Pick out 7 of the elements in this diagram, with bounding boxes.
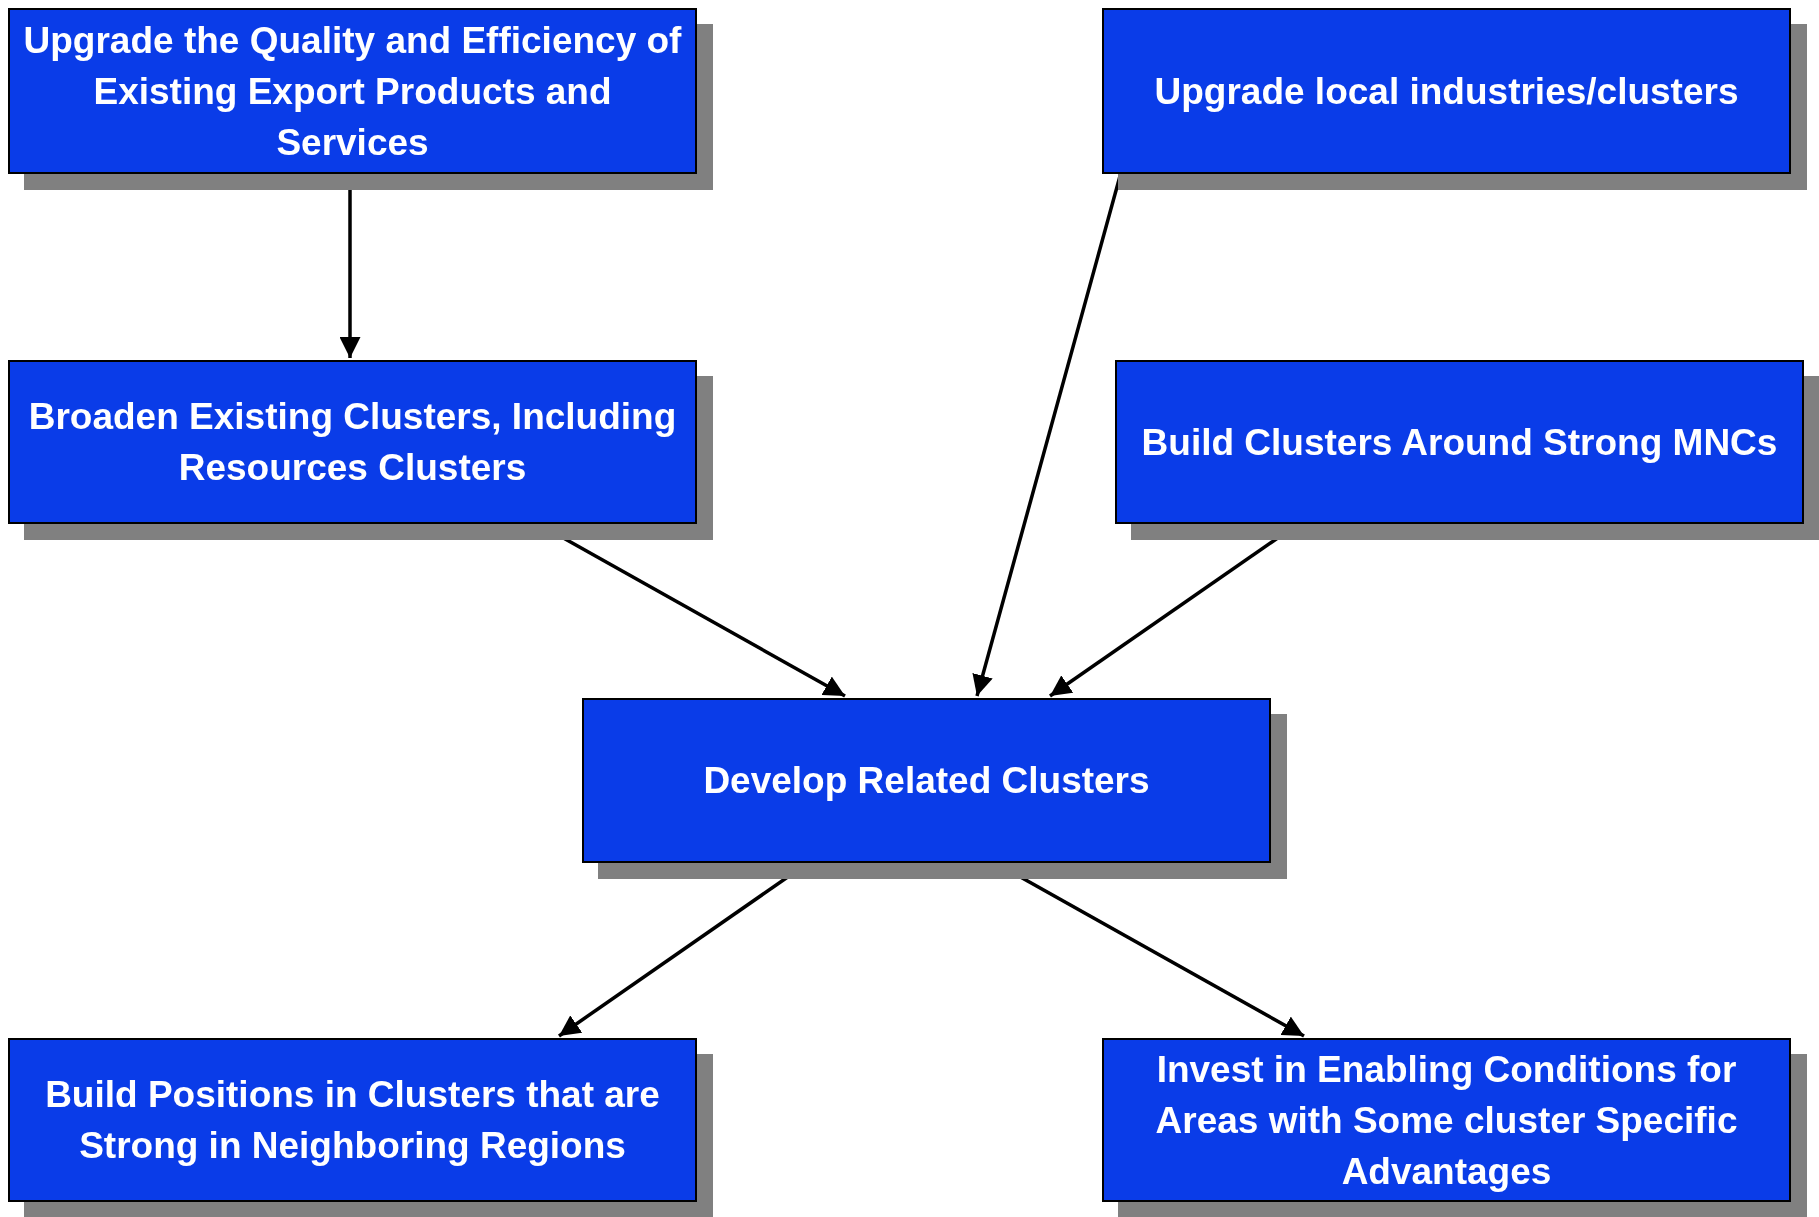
box-label: Upgrade local industries/clusters xyxy=(1154,69,1739,114)
box-label: Build Clusters Around Strong MNCs xyxy=(1141,420,1778,465)
box-label: Invest in Enabling Conditions for Areas with Some cluster Specific Advantages xyxy=(1154,1047,1739,1194)
box-label: Develop Related Clusters xyxy=(703,759,1150,803)
box-label: Broaden Existing Clusters, Including Resources Clusters xyxy=(27,395,678,490)
box-label: Upgrade the Quality and Efficiency of Existing Export Products and Services xyxy=(22,18,683,165)
box-label: Build Positions in Clusters that are Strong in Neighboring Regions xyxy=(44,1073,661,1168)
